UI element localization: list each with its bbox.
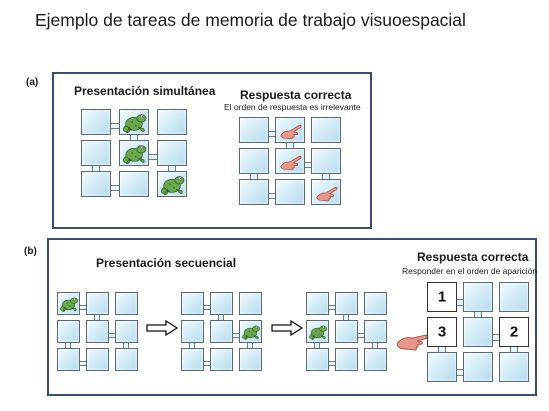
grid-cell: 3 <box>427 317 457 347</box>
grid-cell <box>119 109 149 135</box>
grid-cell <box>427 352 457 382</box>
grid-cell <box>115 348 138 371</box>
grid-cell <box>157 171 187 197</box>
grid-cell <box>115 292 138 315</box>
grid-cell <box>239 348 262 371</box>
grid-a-right <box>239 117 341 205</box>
grid-cell <box>57 348 80 371</box>
grid-a-left <box>81 109 187 197</box>
answer-number: 3 <box>437 323 447 341</box>
grid-cell <box>311 117 341 143</box>
frog-icon <box>242 325 260 340</box>
panel-a-right-heading: Respuesta correcta <box>240 88 352 102</box>
frog-icon <box>123 145 147 165</box>
grid-cell <box>364 320 387 343</box>
grid-cell <box>239 320 262 343</box>
grid-cell <box>311 148 341 174</box>
grid-cell <box>463 282 493 312</box>
grid-cell <box>157 140 187 166</box>
grid-b-answer: 1 3 2 <box>427 282 529 382</box>
panel-a-left-heading: Presentación simultánea <box>74 84 216 98</box>
grid-cell <box>239 292 262 315</box>
grid-cell <box>119 171 149 197</box>
grid-cell <box>335 348 358 371</box>
grid-cell <box>157 109 187 135</box>
grid-cell <box>275 148 305 174</box>
grid-b-step-1 <box>57 292 138 371</box>
grid-cell <box>210 320 233 343</box>
grid-cell <box>115 320 138 343</box>
grid-cell <box>275 179 305 205</box>
grid-cell <box>499 282 529 312</box>
grid-cell <box>81 109 111 135</box>
grid-cell <box>57 292 80 315</box>
grid-cell <box>57 320 80 343</box>
grid-cell <box>210 348 233 371</box>
pointing-hand-icon <box>280 124 302 140</box>
outline-arrow-icon <box>146 319 179 337</box>
grid-cell <box>86 348 109 371</box>
panel-b-right-heading: Respuesta correcta <box>417 250 529 264</box>
panel-b: Presentación secuencial Respuesta correc… <box>47 238 537 396</box>
answer-number: 2 <box>509 323 519 341</box>
grid-cell <box>210 292 233 315</box>
grid-cell <box>81 171 111 197</box>
grid-cell <box>239 179 269 205</box>
grid-b-step-2 <box>181 292 262 371</box>
grid-cell <box>463 317 493 347</box>
grid-cell <box>463 352 493 382</box>
grid-cell <box>181 348 204 371</box>
grid-cell <box>86 292 109 315</box>
grid-cell <box>239 117 269 143</box>
pointing-hand-icon <box>396 334 428 351</box>
grid-cell <box>86 320 109 343</box>
grid-cell <box>335 292 358 315</box>
grid-cell <box>499 352 529 382</box>
grid-cell: 1 <box>427 282 457 312</box>
grid-cell <box>181 292 204 315</box>
outline-arrow-icon <box>271 319 304 337</box>
grid-cell <box>239 148 269 174</box>
page-title: Ejemplo de tareas de memoria de trabajo … <box>35 10 466 30</box>
grid-cell <box>306 320 329 343</box>
frog-icon <box>123 114 147 134</box>
grid-cell <box>275 117 305 143</box>
grid-cell <box>364 292 387 315</box>
grid-cell <box>335 320 358 343</box>
grid-cell: 2 <box>499 317 529 347</box>
answer-number: 1 <box>437 288 447 306</box>
grid-cell <box>81 140 111 166</box>
panel-a-label: (a) <box>26 77 39 88</box>
panel-b-left-heading: Presentación secuencial <box>96 256 237 270</box>
grid-cell <box>364 348 387 371</box>
grid-cell <box>306 292 329 315</box>
grid-cell <box>181 320 204 343</box>
grid-cell <box>311 179 341 205</box>
grid-b-step-3 <box>306 292 387 371</box>
panel-a-right-subheading: El orden de respuesta es irrelevante <box>224 102 361 112</box>
grid-cell <box>119 140 149 166</box>
grid-cell <box>306 348 329 371</box>
panel-b-right-subheading: Responder en el orden de aparición <box>402 266 538 276</box>
frog-icon <box>60 297 78 312</box>
frog-icon <box>309 325 327 340</box>
pointing-hand-icon <box>316 186 338 202</box>
panel-b-label: (b) <box>24 246 37 257</box>
panel-a: Presentación simultánea Respuesta correc… <box>52 72 372 229</box>
pointing-hand-icon <box>280 155 302 171</box>
frog-icon <box>161 176 185 196</box>
